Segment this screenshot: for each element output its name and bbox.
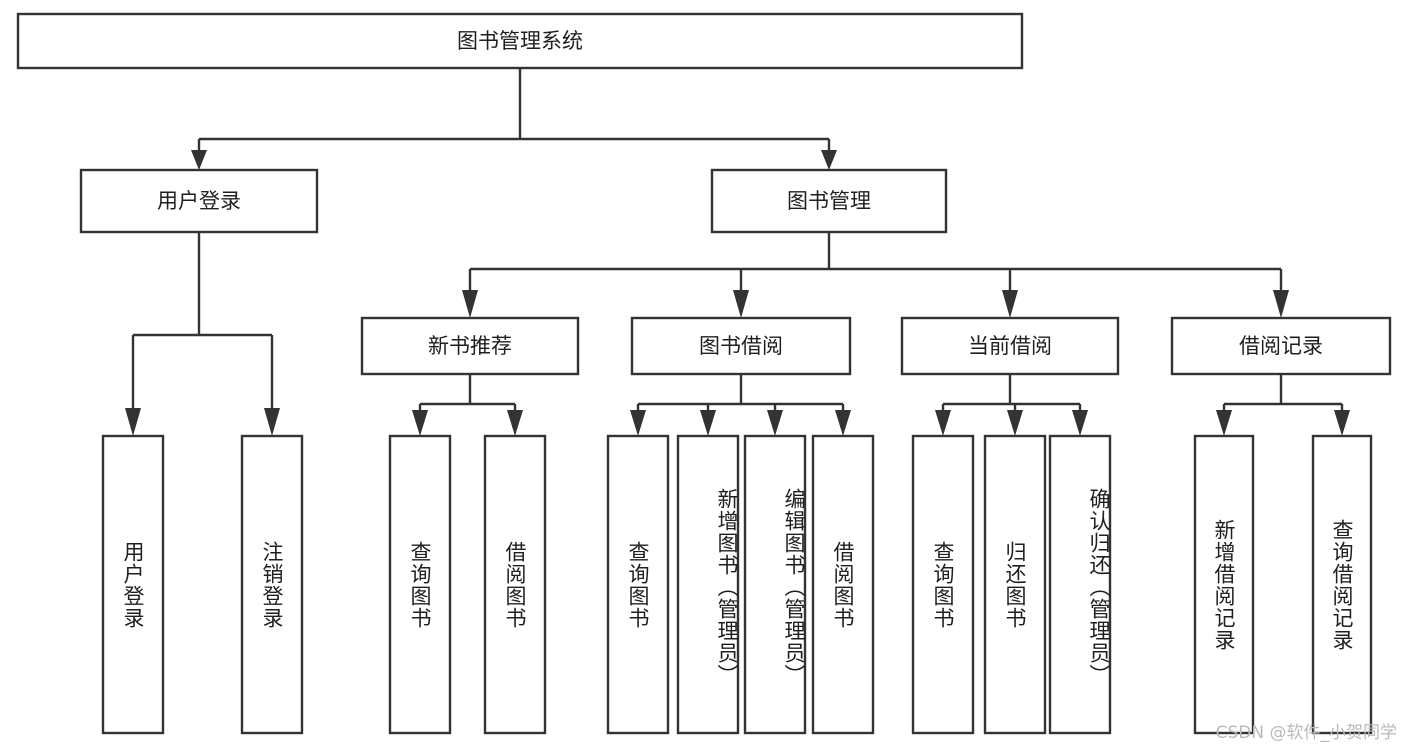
node-book-borrow-label: 图书借阅 [699,334,783,358]
arrow-to-book-manage [821,150,837,170]
leaf-box-br-add-record[interactable] [1193,434,1255,735]
arrow-to-leaf-bb-add [700,410,716,436]
arrow-to-current-borrow [1002,290,1018,318]
arrow-to-borrow-record [1273,290,1289,318]
node-current-borrow-label: 当前借阅 [968,334,1052,358]
leaf-box-user-login[interactable] [101,434,165,735]
node-user-login-label: 用户登录 [157,189,241,213]
arrow-to-leaf-cb-confirm [1072,410,1088,436]
node-current-borrow-box[interactable] [900,316,1120,376]
node-borrow-record-label: 借阅记录 [1239,334,1323,358]
node-book-manage-label: 图书管理 [787,189,871,213]
leaf-box-bb-edit-book[interactable] [743,434,807,735]
arrow-to-new-book-recommend [462,290,478,318]
arrow-to-user-login [191,150,207,170]
node-root-label: 图书管理系统 [457,29,583,53]
leaf-box-nbr-query-book[interactable] [388,434,452,735]
node-new-book-recommend-box[interactable] [360,316,580,376]
arrow-to-leaf-nbr-query [412,410,428,436]
leaf-box-cb-return-book[interactable] [983,434,1047,735]
leaf-box-logout[interactable] [240,434,304,735]
arrow-to-leaf-logout [264,408,280,436]
arrow-to-leaf-br-query [1334,410,1350,436]
arrow-to-leaf-user-login [125,408,141,436]
node-root-box[interactable] [16,12,1024,70]
node-book-borrow-box[interactable] [630,316,852,376]
node-book-manage-box[interactable] [710,168,948,234]
arrow-to-book-borrow [733,290,749,318]
arrow-to-leaf-cb-query [935,410,951,436]
node-new-book-recommend-label: 新书推荐 [428,334,512,358]
csdn-watermark: CSDN @软件_小贺同学 [1215,723,1397,743]
arrow-to-leaf-bb-query [630,410,646,436]
arrow-to-leaf-nbr-borrow [507,410,523,436]
arrow-to-leaf-cb-return [1007,410,1023,436]
arrow-to-leaf-bb-edit [767,410,783,436]
arrow-to-leaf-br-add [1216,410,1232,436]
leaf-box-cb-confirm-return[interactable] [1048,434,1112,735]
node-borrow-record-box[interactable] [1170,316,1392,376]
arrow-to-leaf-bb-borrow [835,410,851,436]
leaf-box-bb-query-book[interactable] [606,434,670,735]
leaf-box-br-query-record[interactable] [1311,434,1373,735]
leaf-box-bb-borrow-book[interactable] [811,434,875,735]
leaf-box-cb-query-book[interactable] [911,434,975,735]
leaf-box-nbr-borrow-book[interactable] [483,434,547,735]
leaf-box-bb-add-book[interactable] [676,434,740,735]
